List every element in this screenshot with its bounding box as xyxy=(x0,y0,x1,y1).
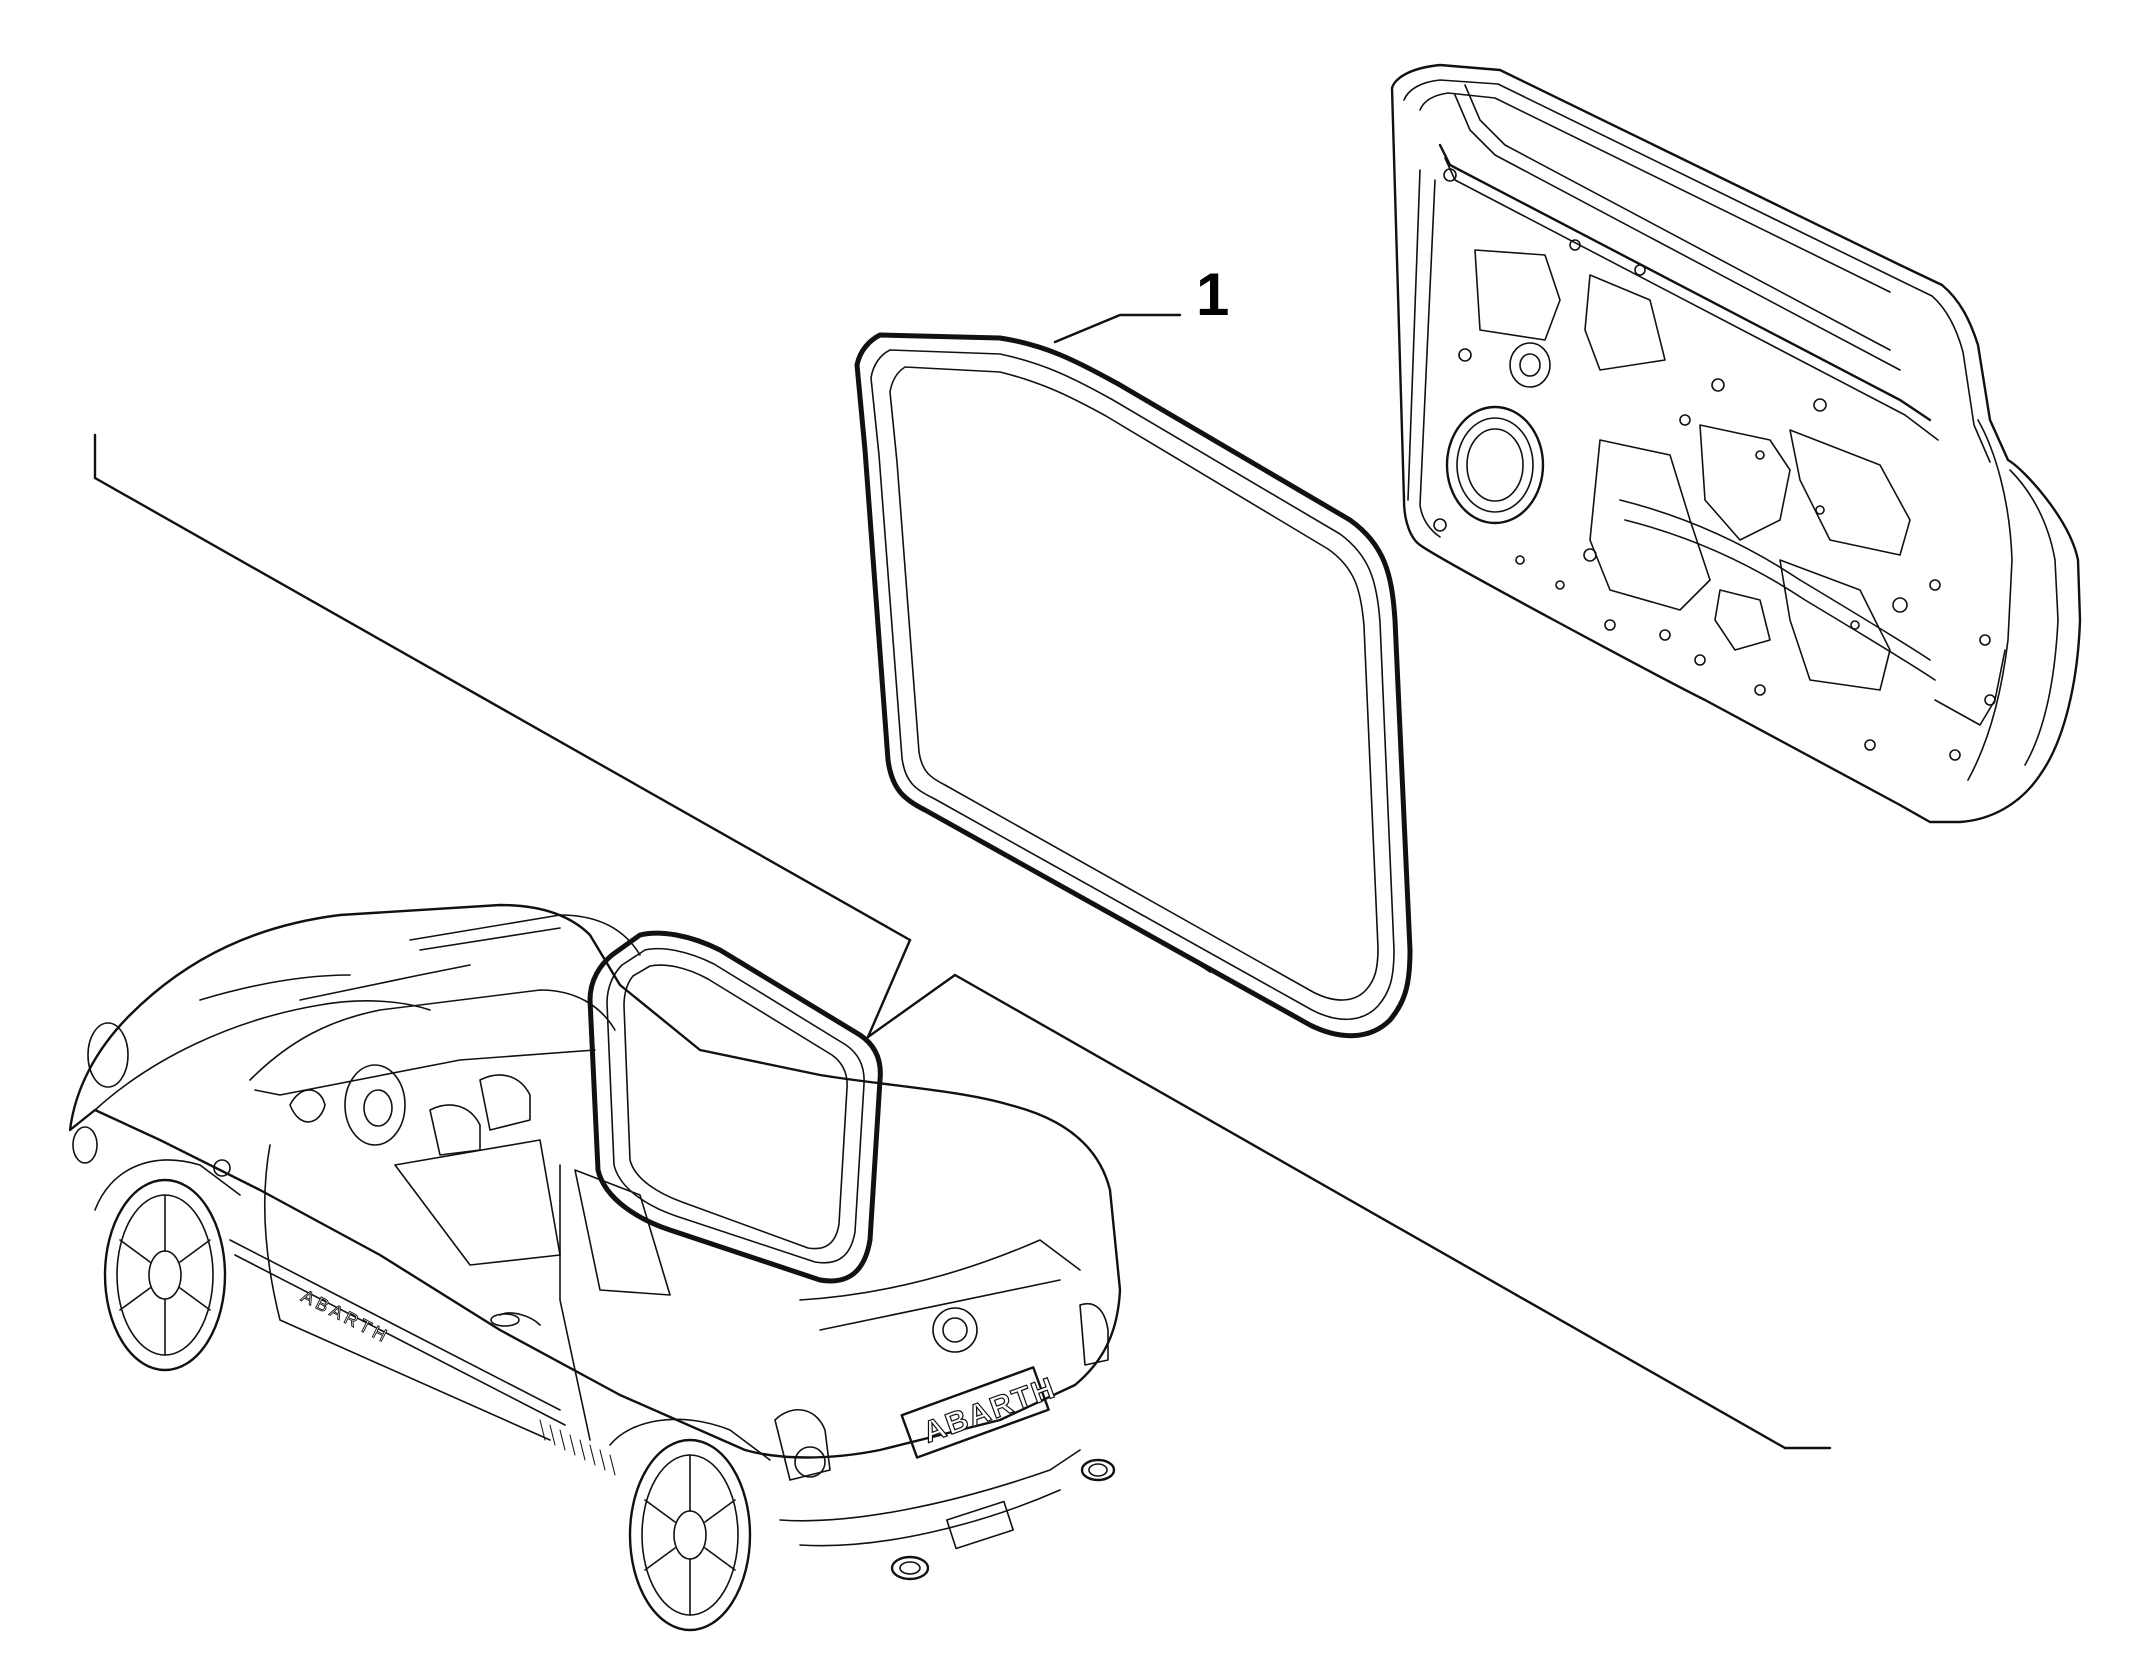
door-inner-panel xyxy=(1390,63,2082,824)
vehicle-illustration: ABARTH ABARTH xyxy=(68,903,1122,1632)
callout-1: 1 xyxy=(1053,261,1229,344)
rear-wheel xyxy=(628,1438,752,1632)
assembly-bracket-lines xyxy=(93,433,1832,1450)
rear-badge-icon xyxy=(932,1307,978,1353)
rocker-stripes xyxy=(539,1419,616,1476)
rear-license-plate xyxy=(900,1366,1050,1459)
front-wheel xyxy=(103,1178,227,1372)
door-seal[interactable] xyxy=(854,332,1413,1039)
callout-number-1: 1 xyxy=(1196,261,1229,328)
